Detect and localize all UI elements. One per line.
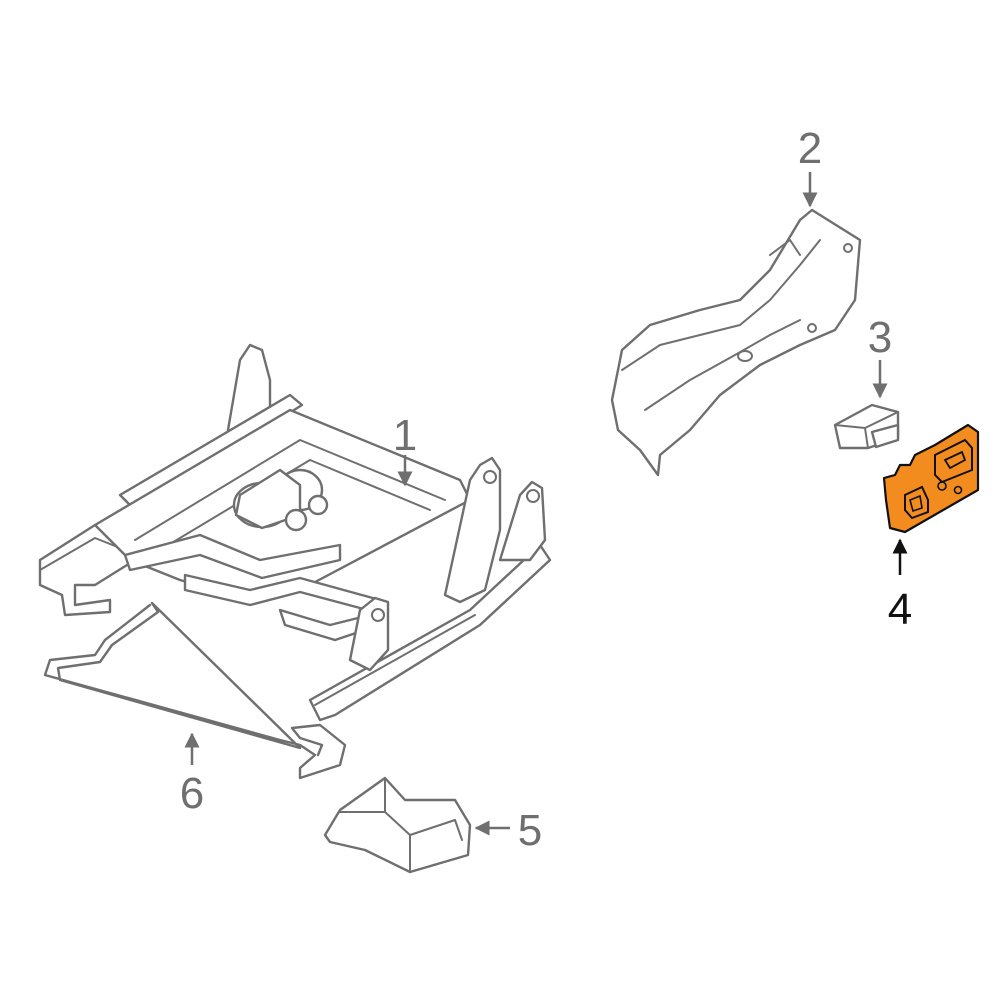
callout-1: 1 xyxy=(393,411,417,487)
callout-4: 4 xyxy=(888,538,912,634)
part-6-wire-frame[interactable] xyxy=(43,601,347,780)
callout-6: 6 xyxy=(180,732,204,818)
part-1-seat-frame[interactable] xyxy=(38,343,552,722)
part-3-switch-knob[interactable] xyxy=(833,403,900,450)
callout-3-label: 3 xyxy=(868,313,892,362)
part-2-side-shield[interactable] xyxy=(610,208,862,477)
callout-3: 3 xyxy=(868,313,892,399)
callout-5-label: 5 xyxy=(518,806,542,855)
callout-4-label: 4 xyxy=(888,585,912,634)
callout-5: 5 xyxy=(474,806,542,855)
part-4-switch-bezel[interactable] xyxy=(882,423,980,534)
part-5-cover[interactable] xyxy=(323,776,472,874)
callout-2-label: 2 xyxy=(798,124,822,173)
callout-1-label: 1 xyxy=(393,411,417,460)
callout-6-label: 6 xyxy=(180,769,204,818)
callout-2: 2 xyxy=(798,124,822,208)
